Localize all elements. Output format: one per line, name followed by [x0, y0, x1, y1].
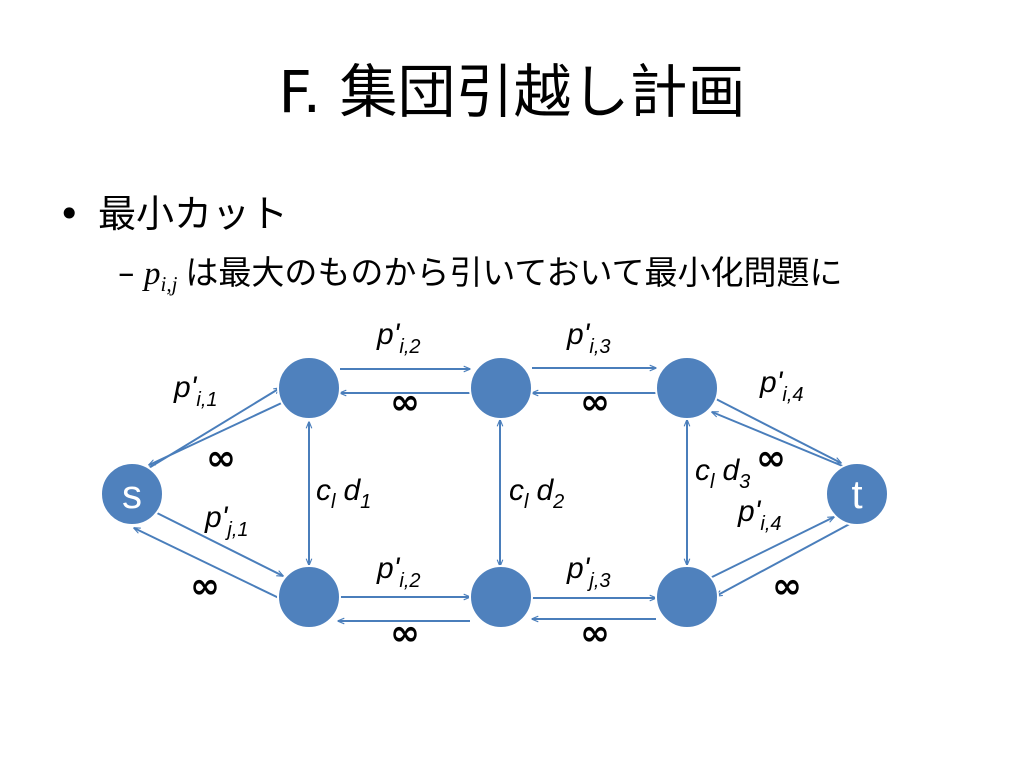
label-p-s-1: p'i,1 [173, 371, 218, 411]
label-p-bot-2: p'i,2 [376, 552, 421, 592]
edge-t-top3-infinity [712, 411, 858, 473]
label-infinity-s-bottom: ∞ [190, 566, 220, 607]
edge-t-bot3-infinity [716, 519, 858, 596]
node-bottom-1 [277, 565, 341, 629]
label-cd-2-d-sub: 2 [552, 491, 564, 513]
edges [133, 368, 858, 621]
label-p-bot-4: p'i,4 [737, 495, 782, 535]
label-p-s-1-sub: i,1 [196, 389, 217, 411]
label-cd-3-d-sub: 3 [739, 471, 750, 493]
nodes: s t [100, 356, 889, 629]
node-sink [825, 462, 889, 526]
label-cd-3-d: d [722, 454, 740, 487]
label-cd-2-c: c [509, 474, 524, 507]
label-infinity-top-1: ∞ [390, 382, 420, 423]
edge-bot1-s-infinity [134, 528, 282, 600]
label-p-bot-3-sub: j,3 [586, 570, 610, 592]
label-cd-2-d: d [536, 474, 554, 507]
label-cd-3-c: c [695, 454, 710, 487]
label-p-bot-1-main: p' [204, 501, 229, 534]
node-bottom-2 [469, 565, 533, 629]
label-p-bot-4-main: p' [737, 495, 762, 528]
label-infinity-s-top: ∞ [206, 438, 236, 479]
bullet-item: • 最小カット [58, 188, 288, 240]
label-cd-3-c-sub: l [710, 471, 715, 493]
bullet-marker: • [58, 192, 81, 236]
edge-s-top1 [133, 388, 280, 478]
label-cd-1-c: c [316, 474, 331, 507]
label-p-top-3-main: p' [566, 318, 591, 351]
label-p-bot-2-main: p' [376, 552, 401, 585]
label-p-top-2-main: p' [376, 318, 401, 351]
node-top-2 [469, 356, 533, 420]
edge-bot3-t [705, 517, 834, 581]
label-p-bot-3: p'j,3 [566, 552, 611, 592]
label-p-top-3: p'i,3 [566, 318, 611, 358]
label-p-top-2-sub: i,2 [399, 336, 420, 358]
label-p-bot-4-sub: i,4 [760, 513, 781, 535]
label-p-t-4-sub: i,4 [782, 384, 803, 406]
label-p-bot-3-main: p' [566, 552, 591, 585]
edge-top3-t [713, 397, 841, 463]
sub-bullet-item: –pi,j は最大のものから引いておいて最小化問題に [118, 250, 842, 307]
label-p-top-3-sub: i,3 [589, 336, 610, 358]
node-top-3 [655, 356, 719, 420]
edge-top1-s-infinity [149, 399, 289, 465]
node-top-1 [277, 356, 341, 420]
label-p-bot-2-sub: i,2 [399, 570, 420, 592]
node-bottom-3 [655, 565, 719, 629]
label-p-s-1-main: p' [173, 371, 198, 404]
label-infinity-t-bottom: ∞ [772, 566, 802, 607]
label-p-top-2: p'i,2 [376, 318, 421, 358]
edge-labels: p'i,2 p'i,3 p'i,1 p'i,4 p'j,1 p'i,2 p'j,… [173, 318, 804, 654]
node-source [100, 462, 164, 526]
label-p-bot-1-sub: j,1 [224, 519, 248, 541]
label-infinity-t-top: ∞ [756, 438, 786, 479]
label-infinity-bottom-2: ∞ [580, 613, 610, 654]
sub-bullet-var: p [144, 256, 161, 292]
slide-title: F. 集団引越し計画 [278, 58, 746, 126]
label-cd-1-d-sub: 1 [360, 491, 371, 513]
bullet-text: 最小カット [98, 192, 289, 236]
label-p-t-4-main: p' [759, 366, 784, 399]
sink-label: t [851, 473, 862, 517]
label-cd-1-d: d [343, 474, 361, 507]
sub-bullet-var-subscript: i,j [160, 272, 178, 296]
sub-bullet-text: は最大のものから引いておいて最小化問題に [185, 253, 843, 292]
label-infinity-bottom-1: ∞ [390, 613, 420, 654]
edge-s-bot1 [152, 510, 283, 576]
sub-bullet-dash: – [118, 253, 135, 292]
label-p-bot-1: p'j,1 [204, 501, 249, 541]
label-p-t-4: p'i,4 [759, 366, 804, 406]
label-cd-1-c-sub: l [331, 491, 336, 513]
label-infinity-top-2: ∞ [580, 382, 610, 423]
label-cd-2-c-sub: l [524, 491, 529, 513]
source-label: s [122, 473, 142, 517]
